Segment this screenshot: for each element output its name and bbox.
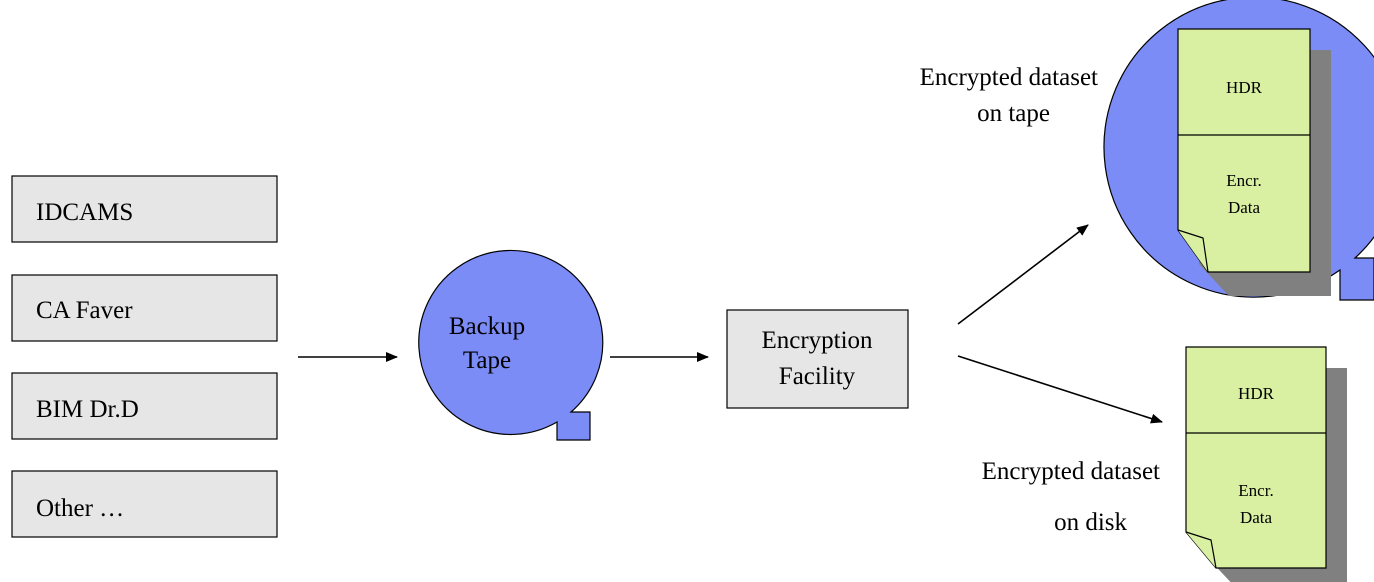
source-box-idcams: IDCAMS [11, 175, 278, 243]
encryption-facility-label-line1: Encryption [761, 327, 873, 354]
disk-dataset-document: HDR Encr. Data [1185, 346, 1347, 582]
source-label-ca-faver: CA Faver [36, 297, 133, 324]
arrow-encryption-to-disk-output [957, 355, 1163, 424]
disk-output-caption-line2: on disk [1054, 509, 1127, 536]
encryption-facility-box: Encryption Facility [726, 309, 909, 409]
source-label-other: Other … [36, 495, 124, 522]
source-box-other: Other … [11, 470, 278, 538]
tape-dataset-document: HDR Encr. Data [1177, 28, 1331, 296]
disk-output-caption-line1: Encrypted dataset [982, 458, 1160, 485]
backup-tape-shape: Backup Tape [418, 249, 604, 441]
tape-output-caption-line2: on tape [977, 100, 1050, 127]
disk-document-header: HDR [1238, 384, 1275, 403]
tape-output-caption-line1: Encrypted dataset [920, 64, 1098, 91]
source-label-bim-drd: BIM Dr.D [36, 396, 139, 423]
source-label-idcams: IDCAMS [36, 199, 133, 226]
disk-document-data-line2: Data [1240, 508, 1273, 527]
backup-tape-label-line1: Backup [449, 313, 525, 340]
arrow-encryption-to-tape-output [957, 224, 1089, 325]
tape-document-data-line2: Data [1228, 198, 1261, 217]
source-box-ca-faver: CA Faver [11, 274, 278, 342]
backup-tape-label-line2: Tape [463, 347, 511, 374]
tape-document-data-line1: Encr. [1226, 171, 1261, 190]
tape-document-header: HDR [1226, 78, 1263, 97]
source-box-bim-drd: BIM Dr.D [11, 372, 278, 440]
encryption-facility-label-line2: Facility [779, 363, 856, 390]
disk-document-data-line1: Encr. [1238, 481, 1273, 500]
